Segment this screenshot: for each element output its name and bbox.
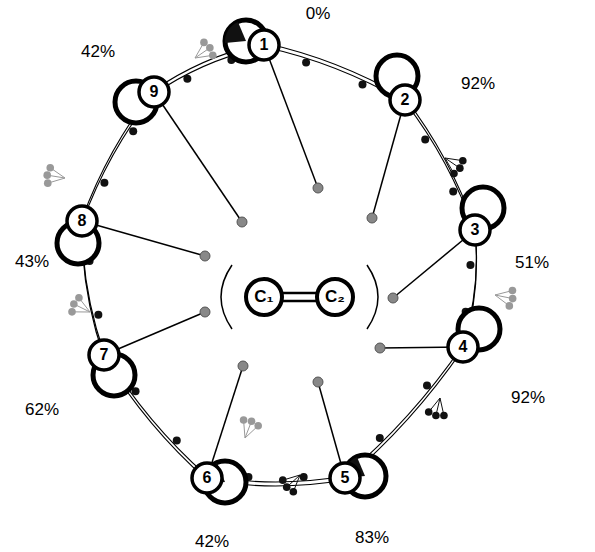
sugar-dot (283, 483, 291, 491)
inner-dot (238, 361, 248, 371)
percent-label: 92% (511, 388, 545, 408)
subunit-circle: 4 (446, 330, 480, 364)
bead (100, 179, 108, 187)
subunit-circle: 9 (137, 75, 171, 109)
percent-label: 62% (25, 400, 59, 420)
inner-dot (237, 217, 247, 227)
sugar-dot (290, 488, 298, 496)
subunit-circle: 8 (65, 204, 99, 238)
sugar-dot (509, 295, 517, 303)
bead (173, 436, 181, 444)
inner-dot (200, 251, 210, 261)
bead (423, 382, 431, 390)
subunit-wedge (225, 22, 246, 43)
carbon-atom: C₂ (315, 277, 355, 317)
double-bond (278, 293, 321, 301)
percent-label: 43% (15, 252, 49, 272)
bead (183, 75, 191, 83)
atom-label: C₁ (244, 277, 284, 317)
sugar-dot (450, 170, 458, 178)
percent-label: 42% (195, 532, 229, 552)
subunit-number: 7 (87, 338, 121, 372)
bead (300, 473, 308, 481)
subunit-number: 4 (446, 330, 480, 364)
sugar-dot (440, 412, 448, 420)
inner-dot (388, 293, 398, 303)
subunit-number: 9 (137, 75, 171, 109)
sugar-dot (44, 179, 52, 187)
sugar-dot (46, 164, 54, 172)
inner-dot (313, 377, 323, 387)
sugar-dot (459, 157, 467, 165)
bead (466, 261, 474, 269)
atom-label: C₂ (315, 277, 355, 317)
bond-line (278, 292, 321, 295)
inner-dot (367, 213, 377, 223)
stalk-line (154, 92, 242, 222)
sugar-dot (248, 417, 256, 425)
percent-label: 92% (461, 74, 495, 94)
subunit-number: 2 (388, 83, 422, 117)
bead (358, 80, 366, 88)
bead (421, 136, 429, 144)
sugar-dot (509, 287, 517, 295)
bead (302, 58, 310, 66)
subunit-circle: 2 (388, 83, 422, 117)
stalk-line (207, 366, 243, 478)
subunit-number: 5 (328, 461, 362, 495)
sugar-dot (425, 408, 433, 416)
bead (129, 127, 137, 135)
stalk-line (264, 45, 318, 188)
inner-dot (375, 343, 385, 353)
carbon-atom: C₁ (244, 277, 284, 317)
sugar-dot (254, 422, 262, 430)
sugar-dot (68, 308, 76, 316)
sugar-dot (506, 302, 514, 310)
inner-dot (313, 183, 323, 193)
sugar-dot (432, 412, 440, 420)
subunit-circle: 5 (328, 461, 362, 495)
sugar-dot (279, 476, 287, 484)
bead (94, 311, 102, 319)
sugar-dot (456, 164, 464, 172)
subunit-circle: 7 (87, 338, 121, 372)
percent-label: 42% (81, 42, 115, 62)
sugar-dot (75, 294, 83, 302)
sugar-dot (209, 52, 217, 60)
subunit-number: 1 (247, 28, 281, 62)
sugar-dot (70, 300, 78, 308)
subunit-circle: 6 (190, 461, 224, 495)
bracket (367, 265, 378, 329)
subunit-number: 8 (65, 204, 99, 238)
sugar-dot (206, 44, 214, 52)
stalk-line (82, 221, 205, 256)
bead (449, 188, 457, 196)
percent-label: 51% (515, 253, 549, 273)
subunit-number: 6 (190, 461, 224, 495)
subunit-number: 3 (458, 213, 492, 247)
bead (376, 434, 384, 442)
percent-label: 0% (306, 4, 331, 24)
subunit-circle: 1 (247, 28, 281, 62)
sugar-dot (43, 171, 51, 179)
inner-dot (200, 307, 210, 317)
sugar-dot (240, 416, 248, 424)
bond-line (278, 300, 321, 303)
bracket (221, 265, 232, 329)
percent-label: 83% (355, 528, 389, 548)
stalk-line (372, 100, 405, 218)
sugar-dot (200, 39, 208, 47)
subunit-circle: 3 (458, 213, 492, 247)
